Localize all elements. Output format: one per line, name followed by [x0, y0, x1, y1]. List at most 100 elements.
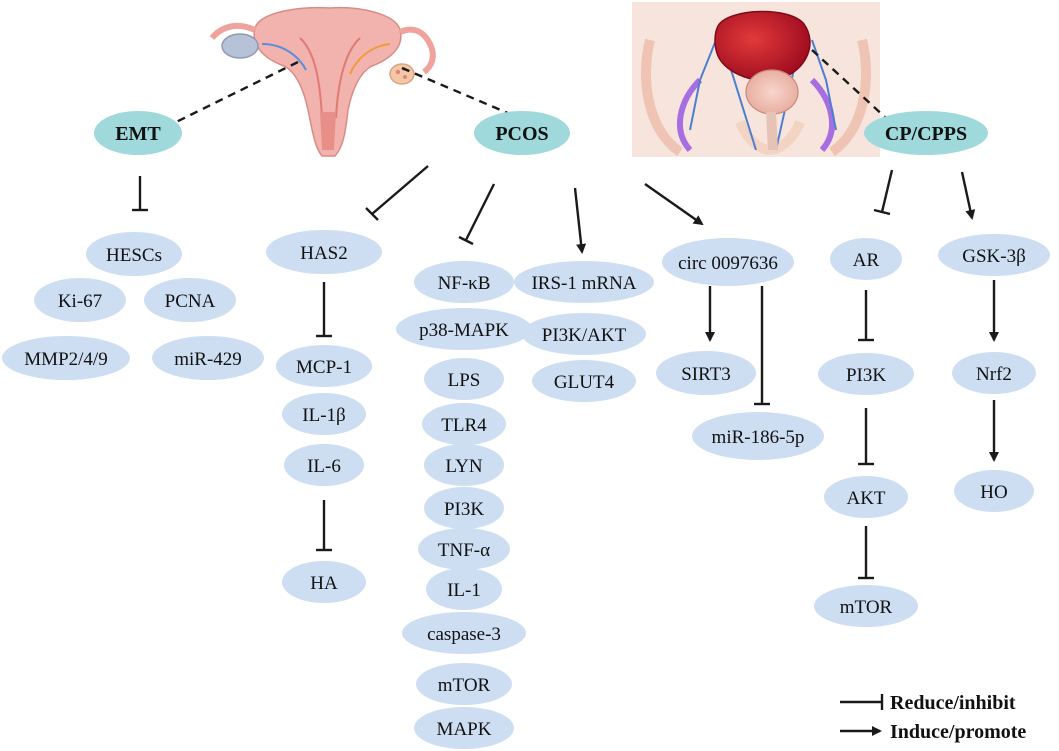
- irs-col-node-label-0: IRS-1 mRNA: [531, 273, 636, 294]
- node-mir186-label: miR-186-5p: [712, 427, 805, 448]
- irs-col-node-label-1: PI3K/AKT: [542, 325, 627, 346]
- circ-group: circ 0097636 SIRT3 miR-186-5p: [656, 238, 824, 460]
- inhibit-line-pcos-nfkb: [464, 183, 496, 241]
- ar-chain-node-akt-2: AKT: [824, 476, 908, 518]
- ar-chain-node-label-3: mTOR: [840, 597, 893, 618]
- uterus-illustration: [209, 6, 436, 157]
- ar-chain-node-label-1: PI3K: [846, 365, 886, 386]
- irs-column: IRS-1 mRNA PI3K/AKT GLUT4: [514, 261, 654, 402]
- ar-chain-node-bubble-2: [824, 476, 908, 518]
- node-mir186: miR-186-5p: [692, 412, 824, 460]
- irs-col-node-label-2: GLUT4: [554, 372, 615, 393]
- node-circ: circ 0097636: [662, 238, 794, 286]
- node-ki67: Ki-67: [34, 278, 126, 322]
- nfkb-col-node-il-1-7: IL-1: [426, 568, 502, 610]
- nfkb-col-node-bubble-9: [416, 663, 512, 705]
- node-hescs: HESCs: [86, 232, 182, 276]
- irs-col-node-irs-1-mrna-0: IRS-1 mRNA: [514, 261, 654, 303]
- ar-chain-node-pi3k-1: PI3K: [818, 353, 914, 395]
- irs-col-node-pi3k-akt-1: PI3K/AKT: [522, 313, 646, 355]
- ar-chain-node-bubble-3: [814, 585, 918, 627]
- dashed-connectors: [167, 49, 887, 128]
- nfkb-col-node-mtor-9: mTOR: [416, 663, 512, 705]
- hub-emt: EMT: [94, 111, 182, 155]
- nfkb-col-node-label-6: TNF-α: [438, 540, 490, 561]
- node-il6: IL-6: [284, 444, 364, 486]
- nfkb-col-node-bubble-5: [424, 487, 504, 529]
- inhibit-line-pcos-has2: [371, 165, 429, 215]
- node-circ-label: circ 0097636: [678, 253, 778, 274]
- node-pcna: PCNA: [144, 278, 236, 322]
- nfkb-col-node-bubble-7: [426, 568, 502, 610]
- nfkb-col-node-label-5: PI3K: [444, 499, 484, 520]
- has2-group: HAS2 MCP-1 IL-1β IL-6 HA: [266, 230, 382, 603]
- hub-cpcpps: CP/CPPS: [864, 111, 988, 155]
- nfkb-col-node-lps-2: LPS: [424, 358, 504, 400]
- inhibit-bar-pcos-has2: [365, 207, 379, 221]
- irs-col-node-bubble-0: [514, 261, 654, 303]
- ar-chain-node-bubble-0: [830, 238, 902, 280]
- nfkb-col-node-tlr4-3: TLR4: [422, 403, 506, 445]
- node-ha-label: HA: [310, 573, 338, 594]
- ar-chain: AR PI3K AKT mTOR: [814, 238, 918, 627]
- node-sirt3: SIRT3: [656, 351, 756, 395]
- nfkb-col-node-bubble-1: [396, 308, 532, 350]
- node-ha: HA: [282, 561, 366, 603]
- nfkb-col-node-label-10: MAPK: [437, 719, 492, 740]
- node-mmp-label: MMP2/4/9: [24, 349, 107, 370]
- nfkb-col-node-nf-b-0: NF-κB: [414, 261, 514, 303]
- gsk-chain-node-label-2: HO: [980, 482, 1007, 503]
- nfkb-col-node-bubble-8: [402, 612, 526, 654]
- node-mir429: miR-429: [152, 336, 264, 380]
- hub-cpcpps-label: CP/CPPS: [885, 123, 967, 145]
- gsk-chain-node-nrf2-1: Nrf2: [952, 352, 1036, 394]
- ar-chain-node-label-0: AR: [853, 250, 880, 271]
- node-il6-label: IL-6: [307, 456, 341, 477]
- nfkb-col-node-label-1: p38-MAPK: [419, 320, 509, 341]
- nfkb-col-node-p38-mapk-1: p38-MAPK: [396, 308, 532, 350]
- ar-chain-node-ar-0: AR: [830, 238, 902, 280]
- node-il1b-label: IL-1β: [302, 405, 345, 426]
- nfkb-col-node-label-2: LPS: [448, 370, 481, 391]
- nfkb-col-node-label-0: NF-κB: [438, 273, 491, 294]
- legend-promote: Induce/promote: [840, 721, 1026, 743]
- gsk-chain-node-ho-2: HO: [954, 470, 1034, 512]
- nfkb-col-node-bubble-6: [418, 528, 510, 570]
- gsk-chain-node-bubble-0: [938, 234, 1050, 276]
- irs-col-node-bubble-1: [522, 313, 646, 355]
- gsk-chain-node-bubble-1: [952, 352, 1036, 394]
- ar-chain-node-label-2: AKT: [846, 488, 885, 509]
- hub-nodes: EMT PCOS CP/CPPS: [94, 111, 988, 155]
- node-has2-label: HAS2: [300, 243, 348, 264]
- promote-arrow-cp-gsk: [960, 171, 976, 220]
- promote-arrow-pcos-circ: [644, 183, 704, 226]
- nfkb-col-node-mapk-10: MAPK: [414, 707, 514, 749]
- node-il1b: IL-1β: [282, 393, 366, 435]
- node-has2: HAS2: [266, 230, 382, 274]
- gsk-chain-node-label-1: Nrf2: [976, 364, 1012, 385]
- hub-pcos-label: PCOS: [495, 123, 548, 145]
- node-mmp: MMP2/4/9: [2, 336, 130, 380]
- nfkb-col-node-tnf-6: TNF-α: [418, 528, 510, 570]
- nfkb-col-node-pi3k-5: PI3K: [424, 487, 504, 529]
- irs-col-node-glut4-2: GLUT4: [532, 360, 636, 402]
- nfkb-column: NF-κBp38-MAPKLPSTLR4LYNPI3KTNF-αIL-1casp…: [396, 261, 532, 749]
- node-pcna-label: PCNA: [165, 291, 216, 312]
- irs-col-node-bubble-2: [532, 360, 636, 402]
- nfkb-col-node-caspase-3-8: caspase-3: [402, 612, 526, 654]
- ar-chain-node-bubble-1: [818, 353, 914, 395]
- legend-promote-label: Induce/promote: [890, 721, 1026, 743]
- legend: Reduce/inhibit Induce/promote: [840, 692, 1026, 743]
- nfkb-col-node-label-8: caspase-3: [427, 624, 501, 645]
- emt-group: HESCs Ki-67 PCNA MMP2/4/9 miR-429: [2, 232, 264, 380]
- gsk-chain-node-label-0: GSK-3β: [962, 246, 1026, 267]
- node-mcp1-label: MCP-1: [296, 357, 352, 378]
- ar-chain-node-mtor-3: mTOR: [814, 585, 918, 627]
- node-hescs-label: HESCs: [106, 245, 162, 266]
- nfkb-col-node-bubble-0: [414, 261, 514, 303]
- legend-inhibit-label: Reduce/inhibit: [890, 692, 1016, 714]
- nfkb-col-node-bubble-3: [422, 403, 506, 445]
- nfkb-col-node-bubble-10: [414, 707, 514, 749]
- hub-pcos: PCOS: [474, 111, 570, 155]
